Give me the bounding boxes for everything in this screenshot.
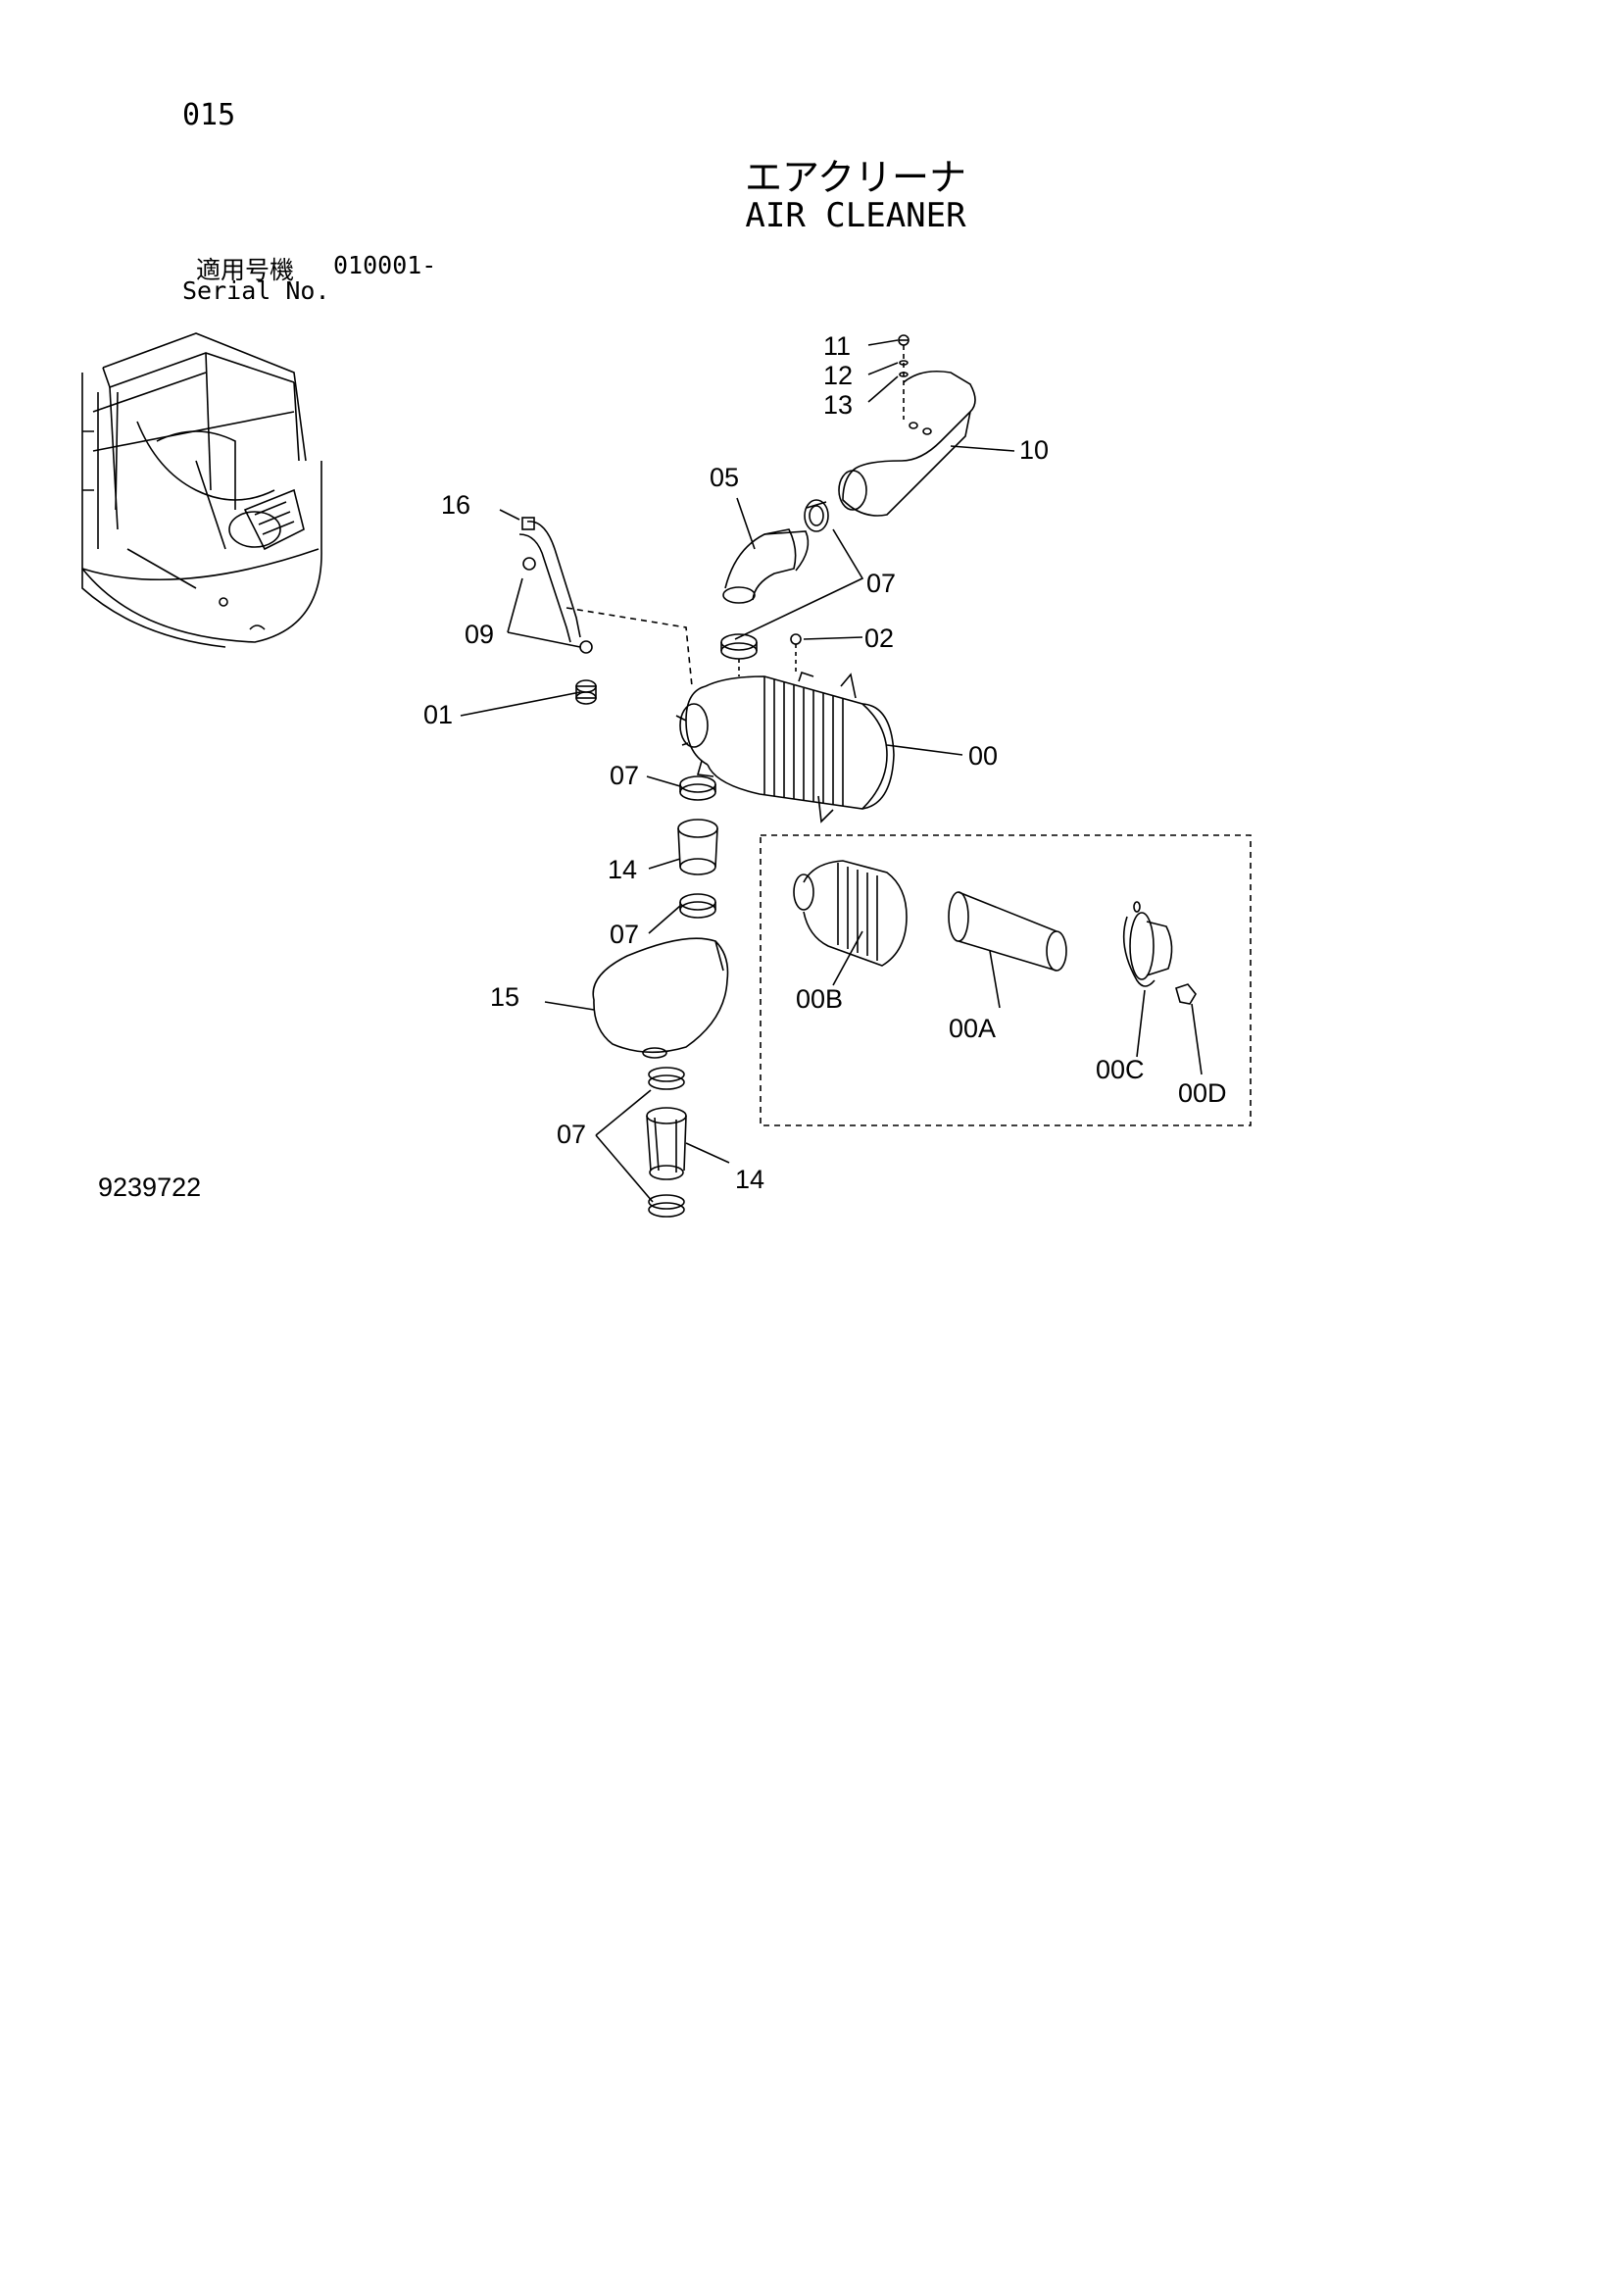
part-14-hose-lower <box>646 1107 687 1180</box>
part-09-clip-lower <box>579 640 593 654</box>
part-11-12-13-hardware <box>898 334 910 420</box>
serial-label-japanese: 適用号機 <box>196 256 295 284</box>
callout-00C: 00C <box>1096 1055 1145 1084</box>
callout-00D: 00D <box>1178 1078 1227 1108</box>
machine-overview-illustration <box>81 332 322 648</box>
callout-07-upper: 07 <box>866 569 896 598</box>
callout-00A: 00A <box>949 1014 996 1043</box>
serial-label: Serial No. <box>182 276 330 305</box>
callout-00: 00 <box>968 741 998 771</box>
callout-07-bottom: 07 <box>557 1120 586 1149</box>
callout-16: 16 <box>441 490 470 520</box>
part-00-air-cleaner <box>675 671 895 824</box>
subassembly-boundary-box <box>760 834 1252 1126</box>
diagram-id: 9239722 <box>98 1173 202 1202</box>
callout-07-middle: 07 <box>610 761 639 790</box>
callout-10: 10 <box>1019 435 1049 465</box>
callout-12: 12 <box>823 361 853 390</box>
part-07-clamp-middle <box>679 775 716 801</box>
part-10-intake-duct <box>838 370 976 517</box>
part-15-pre-cleaner <box>592 937 729 1059</box>
serial-number-value: 010001- <box>333 251 437 279</box>
part-00A-filter-element <box>948 891 1067 972</box>
leader-lines <box>460 339 1203 1203</box>
part-07-clamp-lower <box>679 893 716 919</box>
part-05-elbow-hose <box>722 499 829 604</box>
part-09-clip-upper <box>522 557 536 571</box>
callout-00B: 00B <box>796 984 843 1014</box>
page-title: AIR CLEANER <box>745 196 966 235</box>
callout-14-upper: 14 <box>608 855 637 884</box>
part-00B-housing <box>793 860 908 967</box>
callout-01: 01 <box>423 700 453 729</box>
page-number: 015 <box>182 98 236 132</box>
callout-14-lower: 14 <box>735 1165 764 1194</box>
part-14-hose-upper <box>677 819 718 875</box>
part-02-bolt <box>790 633 802 674</box>
callout-11: 11 <box>823 331 851 361</box>
part-07-clamp-upper <box>720 633 758 676</box>
part-00C-cover <box>1122 901 1173 987</box>
part-07-clamp-bottom-upper <box>648 1067 685 1090</box>
part-16-breather-hose <box>518 517 693 687</box>
page-title-japanese: エアクリーナ <box>744 156 967 199</box>
callout-09: 09 <box>465 620 494 649</box>
callout-13: 13 <box>823 390 853 420</box>
callout-02: 02 <box>864 624 894 653</box>
callout-15: 15 <box>490 982 519 1012</box>
callout-05: 05 <box>710 463 739 492</box>
part-07-clamp-bottom-lower <box>648 1194 685 1218</box>
part-00D-valve <box>1175 983 1197 1005</box>
callout-07-lower: 07 <box>610 920 639 949</box>
